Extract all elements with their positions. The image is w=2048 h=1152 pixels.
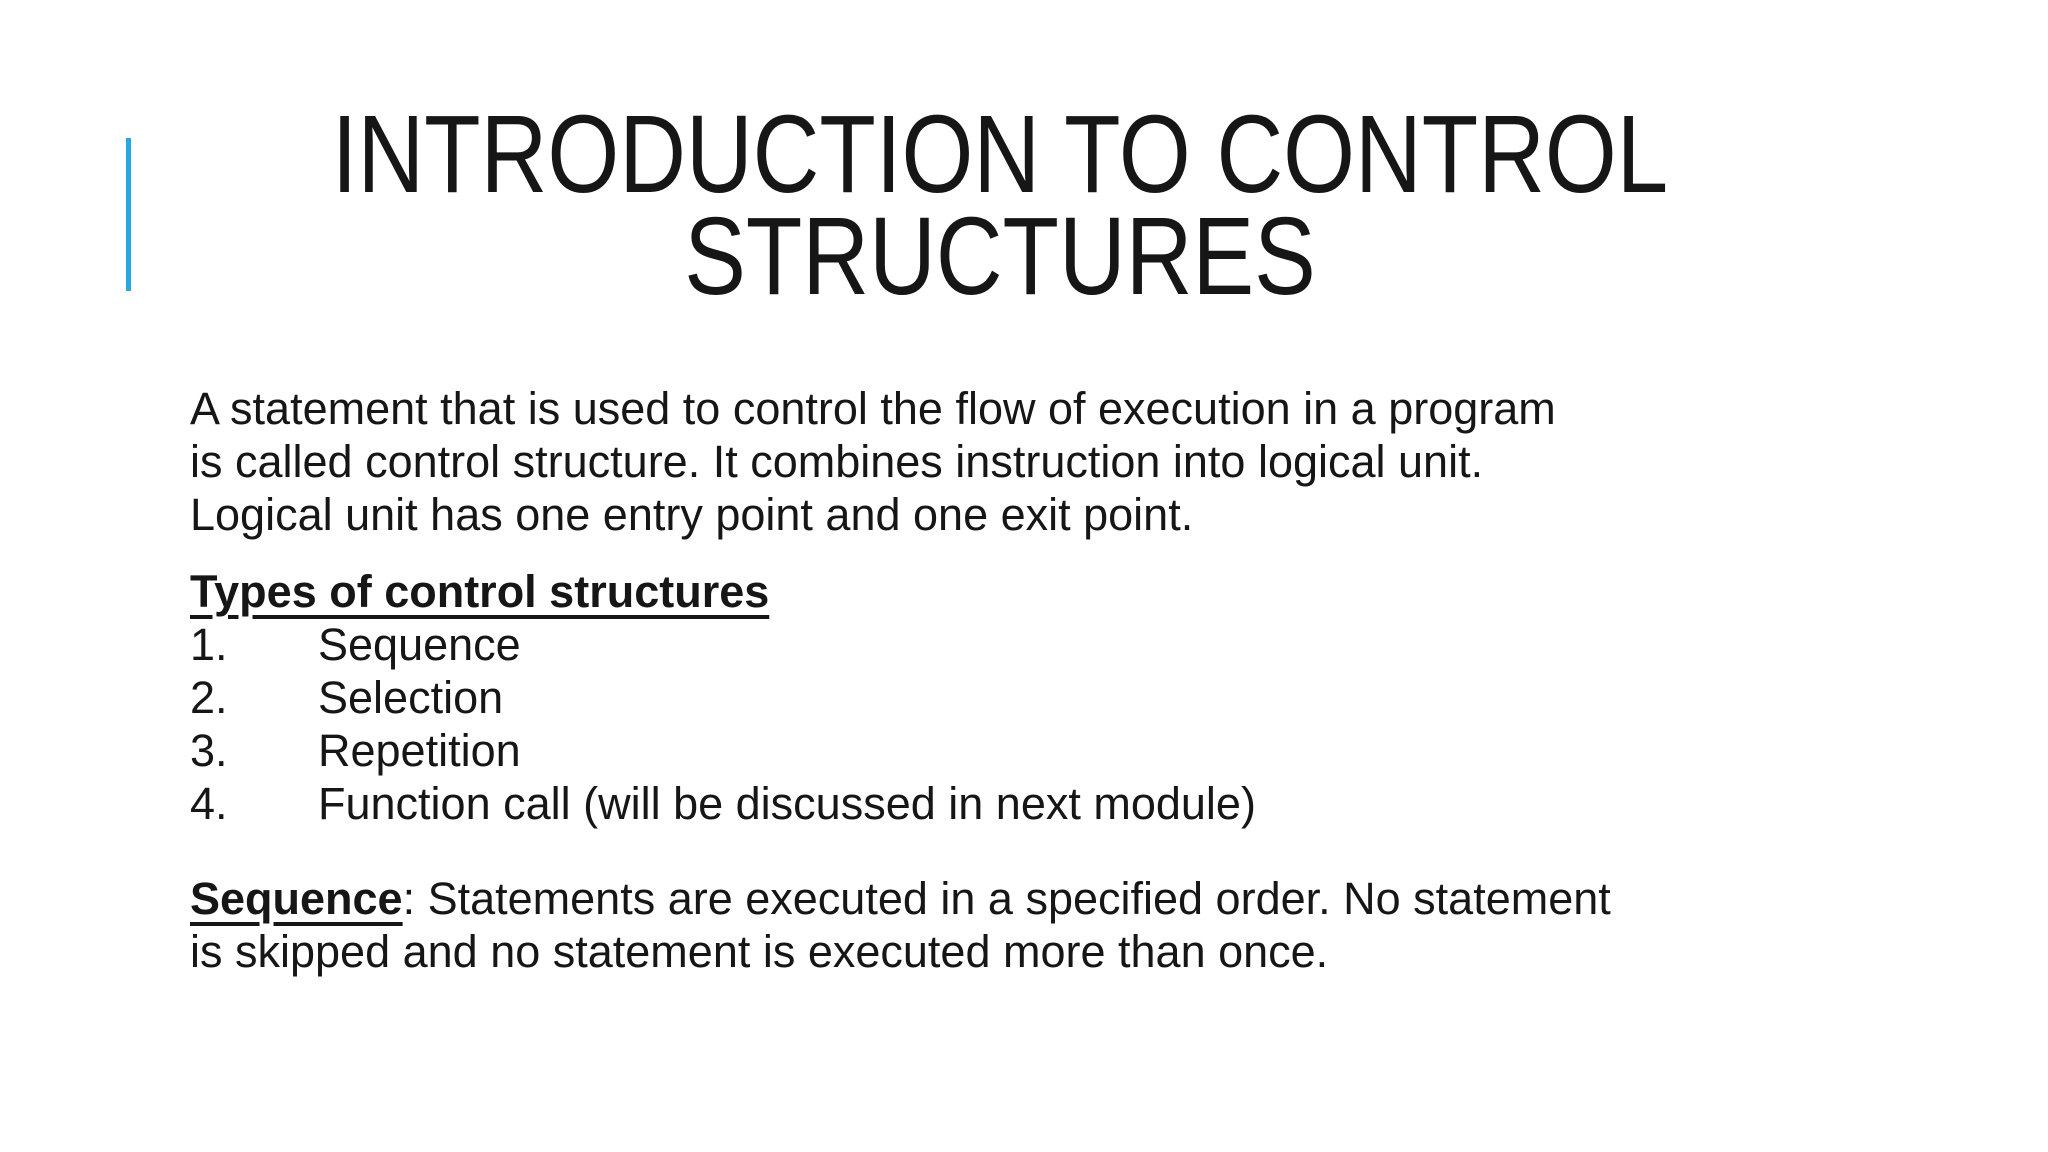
- list-item-selection: 2. Selection: [190, 671, 1611, 724]
- list-number: 4.: [190, 778, 228, 829]
- slide-title-line1: INTRODUCTION TO CONTROL: [331, 93, 1669, 216]
- sequence-paragraph: Sequence: Statements are executed in a s…: [190, 872, 1611, 978]
- intro-paragraph: A statement that is used to control the …: [190, 382, 1611, 541]
- intro-line-3: Logical unit has one entry point and one…: [190, 489, 1194, 540]
- types-heading-text: Types of control structures: [190, 566, 770, 617]
- sequence-line-1: Sequence: Statements are executed in a s…: [190, 872, 1611, 925]
- list-number: 3.: [190, 725, 228, 776]
- slide-title-line2: STRUCTURES: [684, 195, 1316, 318]
- types-heading: Types of control structures: [190, 565, 1611, 618]
- sequence-line-2: is skipped and no statement is executed …: [190, 926, 1329, 977]
- list-label: Sequence: [318, 619, 521, 670]
- types-list: 1. Sequence 2. Selection 3. Repetition 4. Fu…: [190, 618, 1611, 830]
- list-item-sequence: 1. Sequence: [190, 618, 1611, 671]
- slide-body: A statement that is used to control the …: [190, 382, 1611, 978]
- intro-line-2: is called control structure. It combines…: [190, 436, 1484, 487]
- sequence-line-1-rest: : Statements are executed in a specified…: [402, 873, 1611, 924]
- list-label: Function call (will be discussed in next…: [318, 778, 1256, 829]
- slide-title: INTRODUCTION TO CONTROL STRUCTURES: [160, 93, 1840, 318]
- list-number: 2.: [190, 672, 228, 723]
- sequence-term: Sequence: [190, 873, 403, 924]
- title-accent-bar: [126, 138, 131, 291]
- list-label: Selection: [318, 672, 504, 723]
- list-item-function-call: 4. Function call (will be discussed in ne…: [190, 777, 1611, 830]
- list-label: Repetition: [318, 725, 521, 776]
- list-item-repetition: 3. Repetition: [190, 724, 1611, 777]
- intro-line-1: A statement that is used to control the …: [190, 383, 1556, 434]
- list-number: 1.: [190, 619, 228, 670]
